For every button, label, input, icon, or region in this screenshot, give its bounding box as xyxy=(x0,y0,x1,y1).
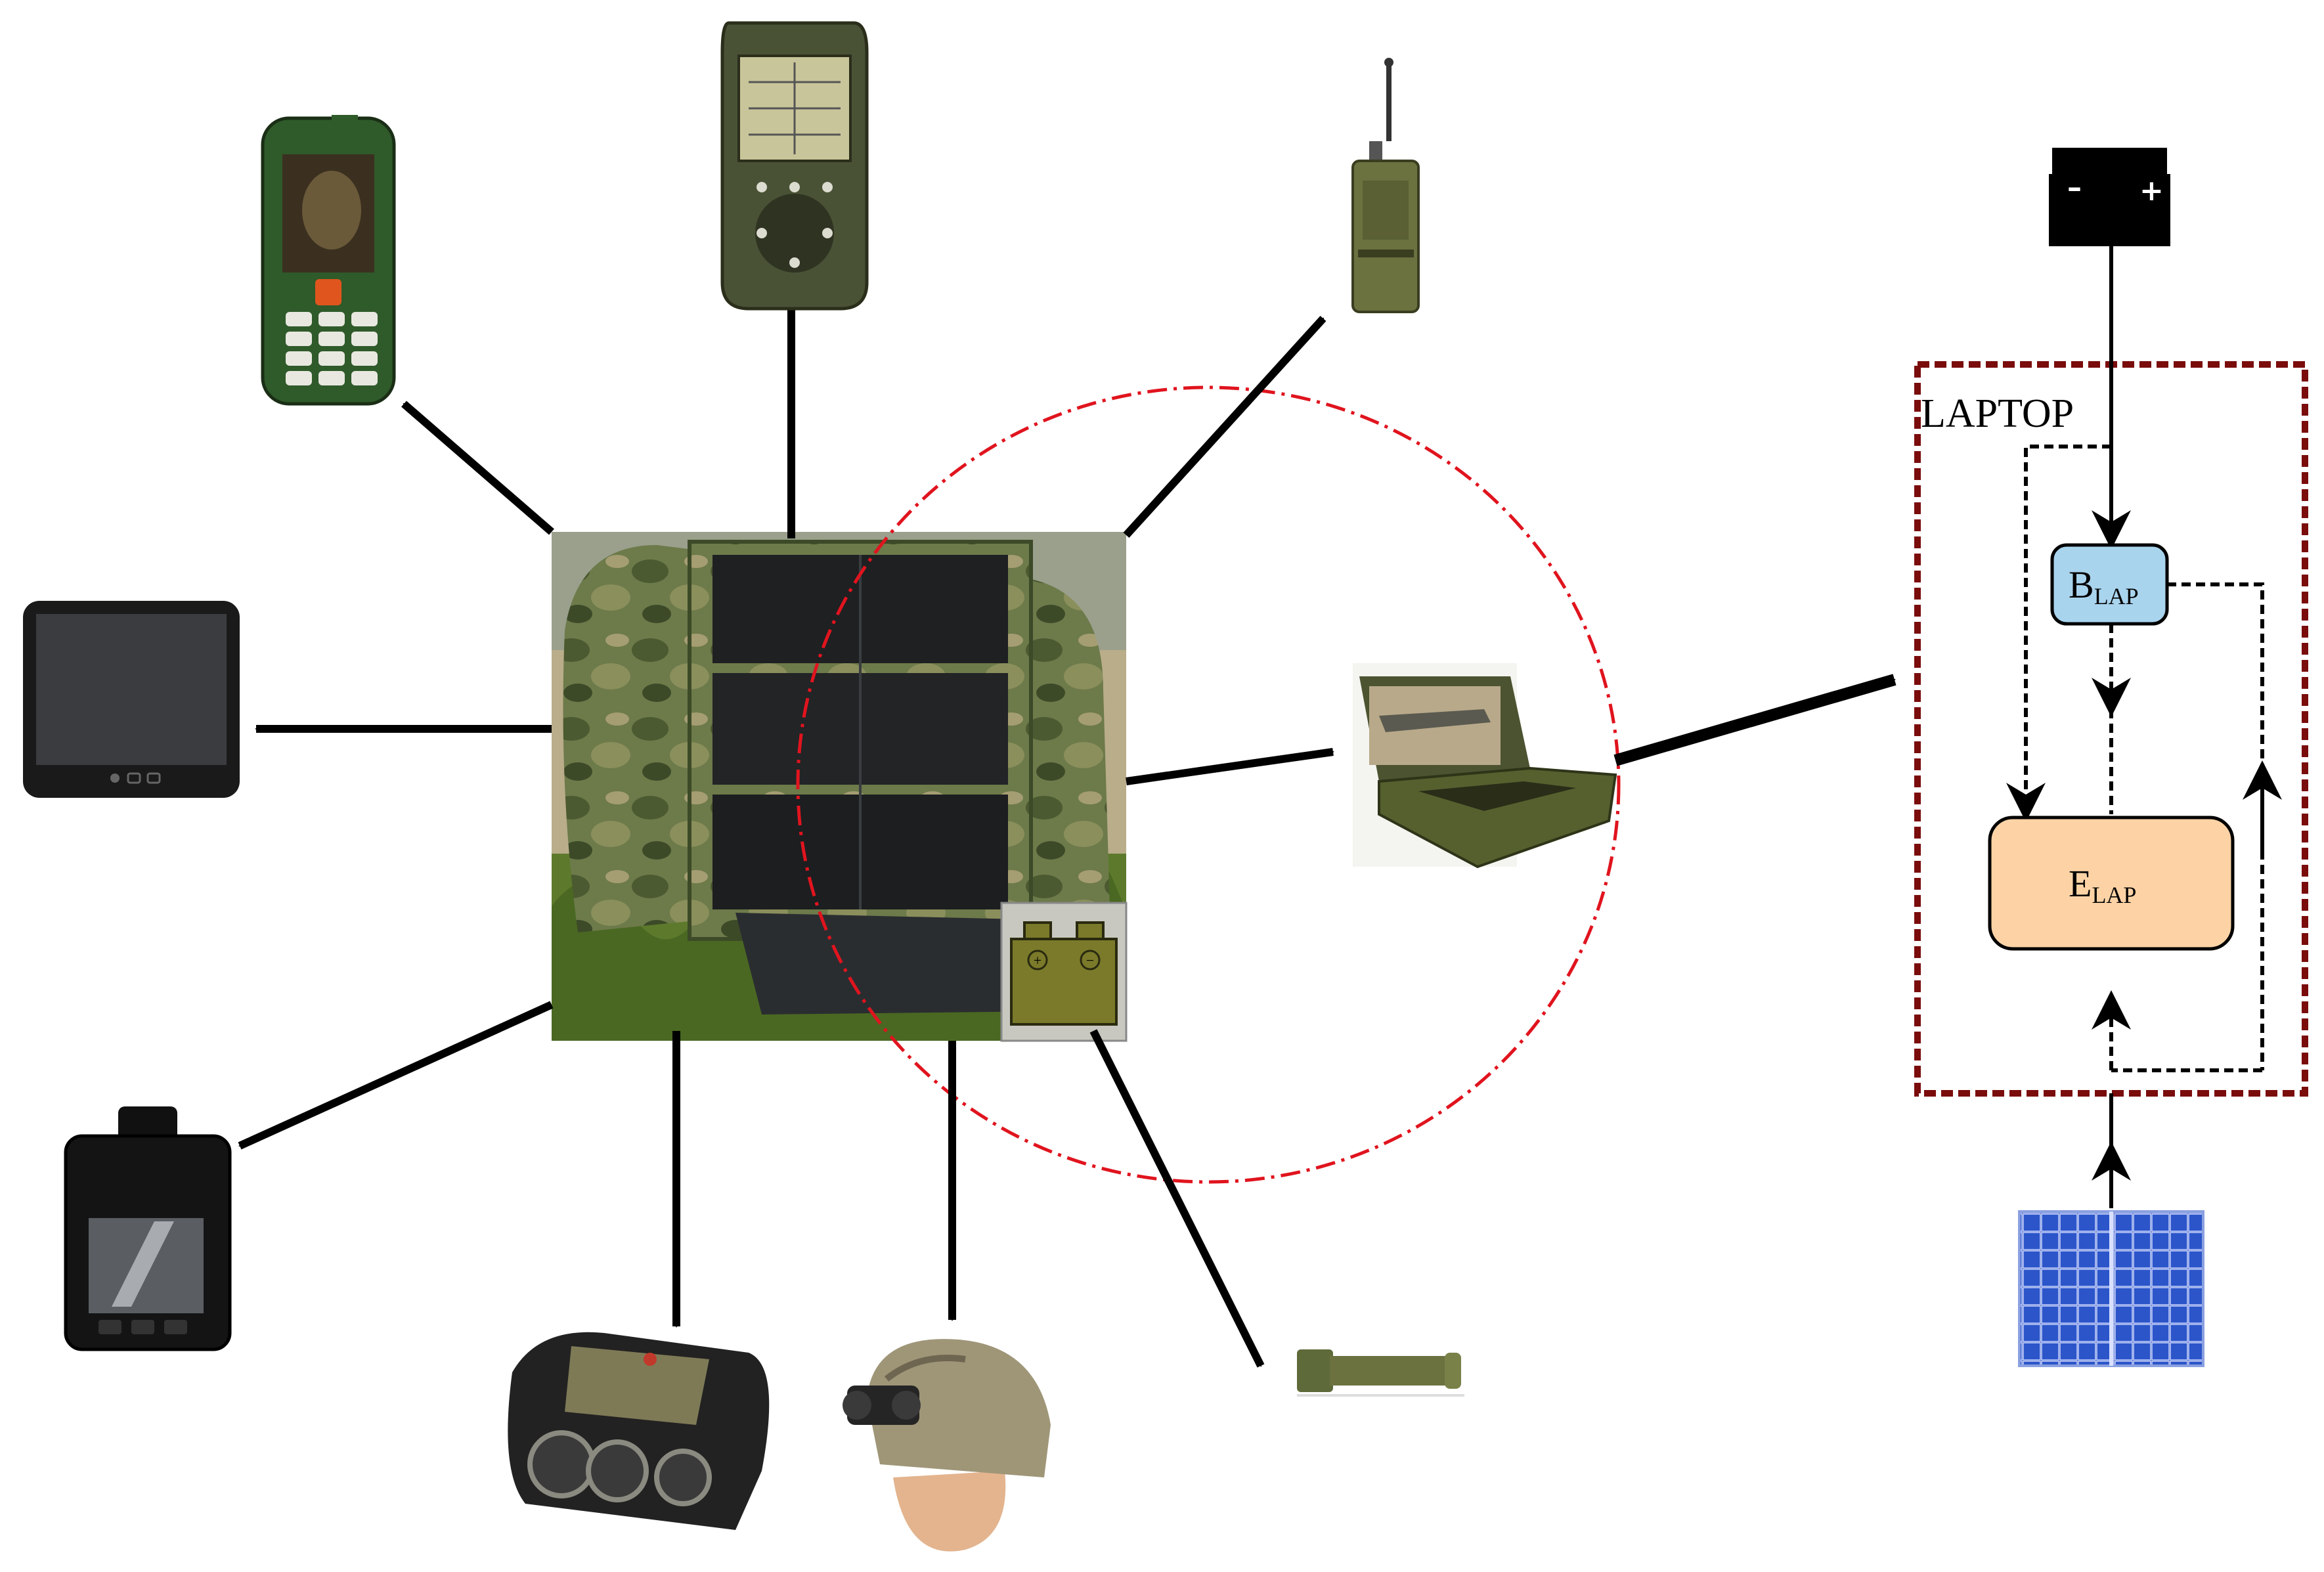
dashed-arrow-left-to-elap xyxy=(2006,445,2111,822)
svg-text:+: + xyxy=(2139,174,2164,207)
power-arrows xyxy=(238,307,1334,1368)
body-camera-icon xyxy=(64,1106,232,1351)
flashlight-icon xyxy=(1297,1349,1464,1397)
olive-battery-icon: + − xyxy=(1000,902,1128,1042)
svg-text:ELAP: ELAP xyxy=(2069,862,2136,908)
arrow-to-flashlight xyxy=(1089,1029,1265,1368)
svg-text:BLAP: BLAP xyxy=(2069,563,2139,609)
arrow-to-radio xyxy=(1123,315,1326,538)
arrow-to-phone xyxy=(401,401,554,535)
svg-text:+: + xyxy=(1034,952,1041,969)
svg-text:–: – xyxy=(2067,171,2082,204)
gps-handheld-icon xyxy=(720,21,869,311)
dashed-line-right xyxy=(2167,582,2264,1070)
svg-text:−: − xyxy=(1086,952,1094,969)
arrow-to-bodycam xyxy=(238,1001,554,1150)
arrow-laptop-to-detail xyxy=(1613,674,1896,766)
solar-backpack-image: + − xyxy=(552,532,1128,1042)
laptop-icon xyxy=(1353,663,1617,869)
night-vision-helmet-icon xyxy=(843,1339,1051,1552)
laptop-highlight-circle xyxy=(796,385,1621,1184)
energy-laptop-node: ELAP xyxy=(1988,816,2235,951)
rangefinder-icon xyxy=(508,1332,770,1530)
radio-icon xyxy=(1351,58,1420,313)
solar-panel-icon xyxy=(2018,1210,2204,1367)
tablet-icon xyxy=(23,601,240,798)
car-battery-icon: – + xyxy=(2049,148,2170,246)
battery-laptop-node: BLAP xyxy=(2050,543,2169,626)
arrow-to-laptop xyxy=(1126,748,1334,785)
laptop-box-title: LAPTOP xyxy=(1921,391,2074,436)
rugged-phone-icon xyxy=(261,115,396,406)
